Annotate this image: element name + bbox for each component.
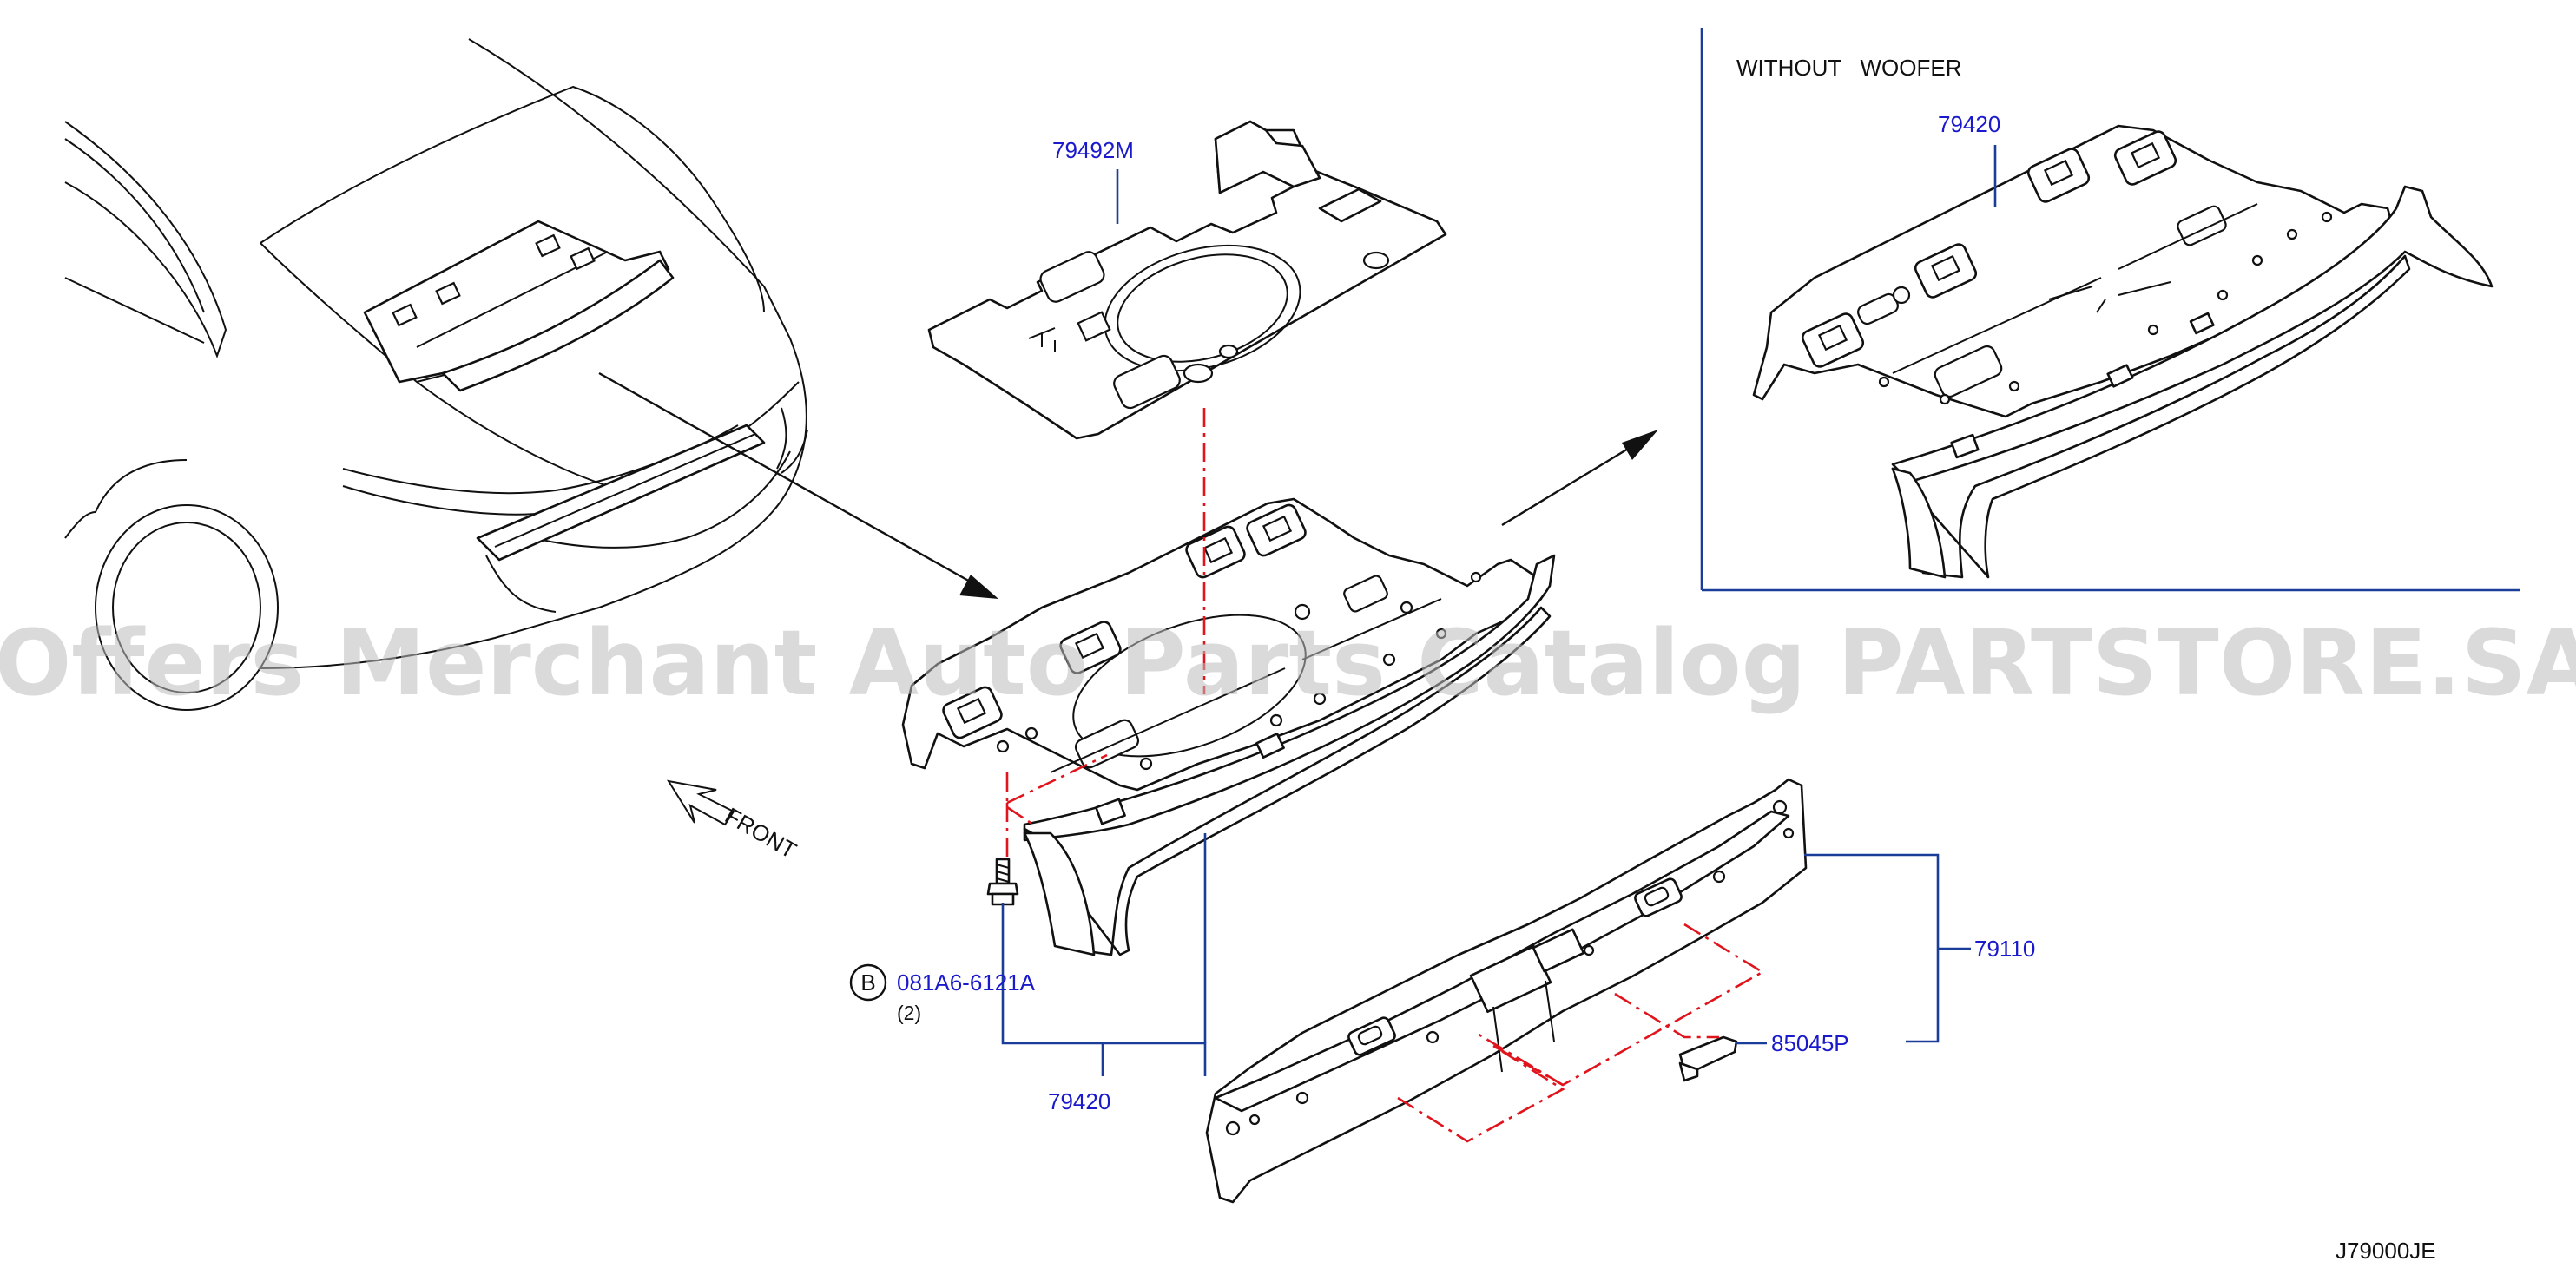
part-85045p-clip: [1678, 1035, 1738, 1082]
bolt-081a6-6121a: [986, 858, 1019, 906]
pointer-arrow-inset: [1501, 430, 1658, 527]
quantity-081a6: (2): [897, 1002, 921, 1024]
without-woofer-label: WITHOUT WOOFER: [1736, 55, 1962, 81]
watermark-text: Offers Merchant Auto Parts Catalog PARTS…: [0, 610, 2576, 716]
part-number-79420[interactable]: 79420: [1048, 1088, 1110, 1114]
part-79420-main-shelf: [901, 497, 1556, 956]
callout-b-badge: B: [849, 963, 887, 1002]
part-number-79420-inset[interactable]: 79420: [1938, 111, 2000, 137]
part-number-081a6-6121a[interactable]: 081A6-6121A: [897, 969, 1036, 996]
part-79492m-panel: [927, 120, 1447, 440]
part-number-79492m[interactable]: 79492M: [1052, 137, 1134, 163]
part-79110-cross-member: [1205, 778, 1808, 1204]
part-number-85045p[interactable]: 85045P: [1771, 1030, 1849, 1056]
diagram-code: J79000JE: [2336, 1238, 2436, 1264]
part-number-79110[interactable]: 79110: [1974, 936, 2035, 962]
front-direction-arrow: FRONT: [666, 779, 801, 864]
dashed-guides-main: [1005, 408, 1206, 868]
dashed-guides-cross-member: [1397, 923, 1765, 1143]
car-rear-sketch: [64, 38, 808, 711]
front-label: FRONT: [721, 802, 801, 864]
inset-without-woofer: [1700, 28, 2520, 592]
pointer-arrow-car: [598, 371, 998, 599]
leader-lines: [1001, 145, 1997, 1076]
circle-b-label: B: [860, 969, 875, 996]
